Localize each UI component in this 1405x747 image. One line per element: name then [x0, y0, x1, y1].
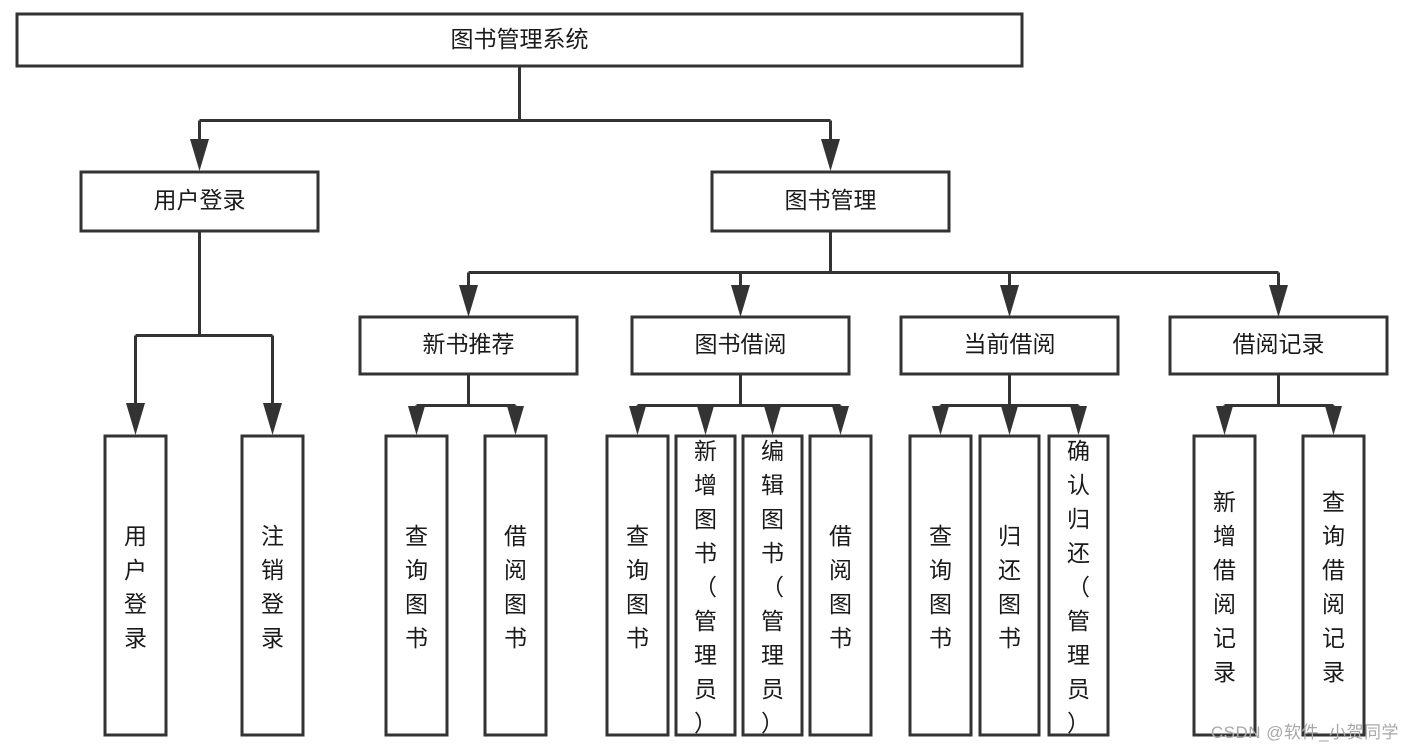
node-user-login-box[interactable]: [79, 170, 320, 233]
node-leaf-query-book-1-label: 查询图书: [405, 523, 428, 651]
node-leaf-edit-book-admin[interactable]: 编辑图书（管理员）: [741, 434, 804, 737]
node-leaf-logout-login-label: 注销登录: [261, 523, 284, 651]
node-new-book-recommend-box[interactable]: [358, 315, 579, 376]
node-leaf-borrow-book-2-box[interactable]: [808, 434, 873, 737]
node-leaf-logout-login-box[interactable]: [240, 434, 305, 737]
node-leaf-return-book-box[interactable]: [978, 434, 1041, 737]
arrow-head-leaf-query-borrow-record: [1325, 406, 1342, 435]
node-leaf-borrow-book-1[interactable]: 借阅图书: [483, 434, 548, 737]
arrow-head-borrow-record: [1269, 285, 1288, 317]
node-user-login[interactable]: 用户登录: [79, 170, 320, 233]
arrow-head-current-borrow: [1000, 285, 1019, 317]
arrow-head-leaf-borrow-book-1: [507, 406, 524, 435]
arrow-head-leaf-user-login: [126, 403, 145, 435]
watermark-text: CSDN @软件_小贺同学: [1210, 723, 1399, 742]
node-leaf-return-book-label: 归还图书: [998, 523, 1021, 651]
node-leaf-confirm-return-admin-label: 确认归还（管理员）: [1067, 438, 1090, 736]
arrow-head-leaf-query-book-2: [629, 406, 646, 435]
node-leaf-return-book[interactable]: 归还图书: [978, 434, 1041, 737]
node-leaf-add-borrow-record[interactable]: 新增借阅记录: [1192, 434, 1257, 737]
node-leaf-edit-book-admin-box[interactable]: [741, 434, 804, 737]
node-borrow-record[interactable]: 借阅记录: [1168, 315, 1389, 376]
connector-layer: [126, 66, 1342, 435]
node-borrow-record-label: 借阅记录: [1233, 331, 1325, 357]
node-leaf-query-borrow-record-label: 查询借阅记录: [1322, 489, 1345, 685]
node-book-borrow[interactable]: 图书借阅: [630, 315, 851, 376]
node-root-box[interactable]: [15, 12, 1024, 68]
arrow-head-leaf-query-book-3: [932, 406, 949, 435]
node-current-borrow-box[interactable]: [899, 315, 1120, 376]
node-leaf-user-login-label: 用户登录: [124, 523, 147, 651]
arrow-head-leaf-add-borrow-record: [1216, 406, 1233, 435]
node-leaf-confirm-return-admin[interactable]: 确认归还（管理员）: [1047, 434, 1110, 737]
node-book-management[interactable]: 图书管理: [710, 170, 951, 233]
node-leaf-query-book-1[interactable]: 查询图书: [384, 434, 449, 737]
node-leaf-query-book-1-box[interactable]: [384, 434, 449, 737]
node-leaf-add-borrow-record-box[interactable]: [1192, 434, 1257, 737]
node-current-borrow[interactable]: 当前借阅: [899, 315, 1120, 376]
node-leaf-query-borrow-record-box[interactable]: [1301, 434, 1366, 737]
node-leaf-user-login[interactable]: 用户登录: [103, 434, 168, 737]
node-leaf-add-book-admin[interactable]: 新增图书（管理员）: [674, 434, 737, 737]
node-root-label: 图书管理系统: [451, 26, 589, 52]
node-leaf-add-borrow-record-label: 新增借阅记录: [1213, 489, 1236, 685]
node-leaf-confirm-return-admin-box[interactable]: [1047, 434, 1110, 737]
node-borrow-record-box[interactable]: [1168, 315, 1389, 376]
node-book-borrow-label: 图书借阅: [695, 331, 787, 357]
arrow-head-book-borrow: [731, 285, 750, 317]
arrow-head-user-login: [190, 139, 209, 171]
node-leaf-add-book-admin-box[interactable]: [674, 434, 737, 737]
node-user-login-label: 用户登录: [154, 187, 246, 213]
arrow-head-leaf-borrow-book-2: [832, 406, 849, 435]
node-leaf-query-book-2-box[interactable]: [605, 434, 670, 737]
node-leaf-query-book-2-label: 查询图书: [626, 523, 649, 651]
node-book-management-label: 图书管理: [785, 187, 877, 213]
node-new-book-recommend-label: 新书推荐: [423, 331, 515, 357]
node-leaf-borrow-book-1-label: 借阅图书: [504, 523, 527, 651]
arrow-head-leaf-add-book-admin: [697, 406, 714, 435]
node-leaf-edit-book-admin-label: 编辑图书（管理员）: [761, 438, 784, 736]
node-leaf-logout-login[interactable]: 注销登录: [240, 434, 305, 737]
node-book-management-box[interactable]: [710, 170, 951, 233]
node-leaf-borrow-book-1-box[interactable]: [483, 434, 548, 737]
node-root[interactable]: 图书管理系统: [15, 12, 1024, 68]
arrow-head-leaf-logout-login: [263, 403, 282, 435]
arrow-head-leaf-edit-book-admin: [764, 406, 781, 435]
node-leaf-query-book-3-label: 查询图书: [929, 523, 952, 651]
node-current-borrow-label: 当前借阅: [964, 331, 1056, 357]
node-leaf-borrow-book-2-label: 借阅图书: [829, 523, 852, 651]
node-leaf-borrow-book-2[interactable]: 借阅图书: [808, 434, 873, 737]
node-leaf-query-book-2[interactable]: 查询图书: [605, 434, 670, 737]
arrow-head-book-management: [821, 139, 840, 171]
node-book-borrow-box[interactable]: [630, 315, 851, 376]
arrow-head-leaf-query-book-1: [408, 406, 425, 435]
node-leaf-query-borrow-record[interactable]: 查询借阅记录: [1301, 434, 1366, 737]
node-leaf-user-login-box[interactable]: [103, 434, 168, 737]
node-new-book-recommend[interactable]: 新书推荐: [358, 315, 579, 376]
arrow-head-new-book-recommend: [459, 285, 478, 317]
node-leaf-add-book-admin-label: 新增图书（管理员）: [694, 438, 717, 736]
arrow-head-leaf-confirm-return-admin: [1070, 406, 1087, 435]
arrow-head-leaf-return-book: [1001, 406, 1018, 435]
node-leaf-query-book-3-box[interactable]: [908, 434, 973, 737]
node-leaf-query-book-3[interactable]: 查询图书: [908, 434, 973, 737]
